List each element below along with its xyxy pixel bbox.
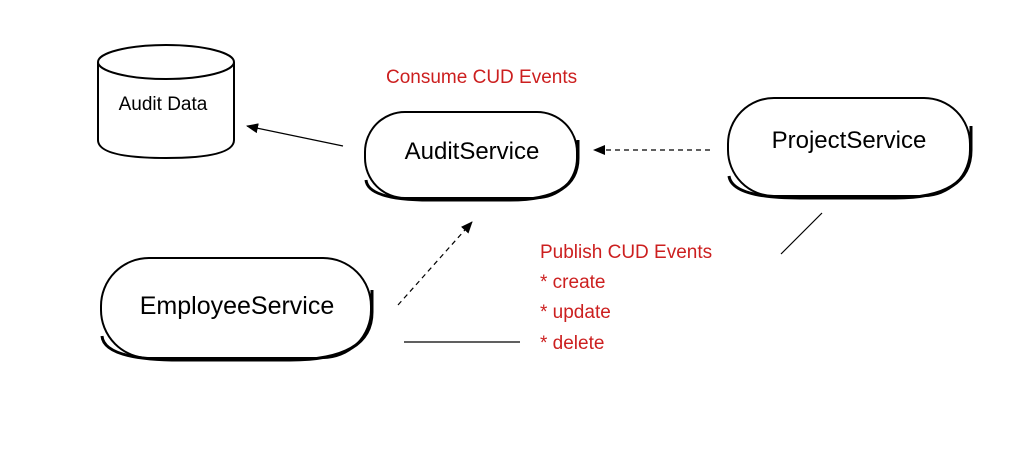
publish-event-item: * delete — [540, 333, 604, 354]
project-service-label: ProjectService — [772, 127, 927, 154]
employee-service-label: EmployeeService — [140, 292, 335, 320]
audit-data-label: Audit Data — [119, 94, 208, 115]
audit-service-node[interactable]: AuditService — [364, 111, 580, 202]
database-cylinder-icon — [97, 62, 235, 160]
audit-data-database[interactable]: Audit Data — [97, 44, 235, 160]
project-service-node[interactable]: ProjectService — [727, 97, 973, 200]
audit-service-label: AuditService — [405, 138, 540, 165]
publish-events-title: Publish CUD Events — [540, 242, 712, 263]
publish-event-item: * create — [540, 272, 605, 293]
employee-service-node[interactable]: EmployeeService — [100, 257, 374, 362]
database-cylinder-top — [97, 44, 235, 80]
employee-to-audit-arrow — [397, 221, 473, 306]
audit-to-data-arrow — [246, 123, 344, 147]
consume-events-note: Consume CUD Events — [386, 67, 577, 88]
publish-events-note: Publish CUD Events * create * update * d… — [540, 242, 712, 354]
project-publish-connector — [780, 212, 823, 255]
publish-event-item: * update — [540, 302, 611, 323]
